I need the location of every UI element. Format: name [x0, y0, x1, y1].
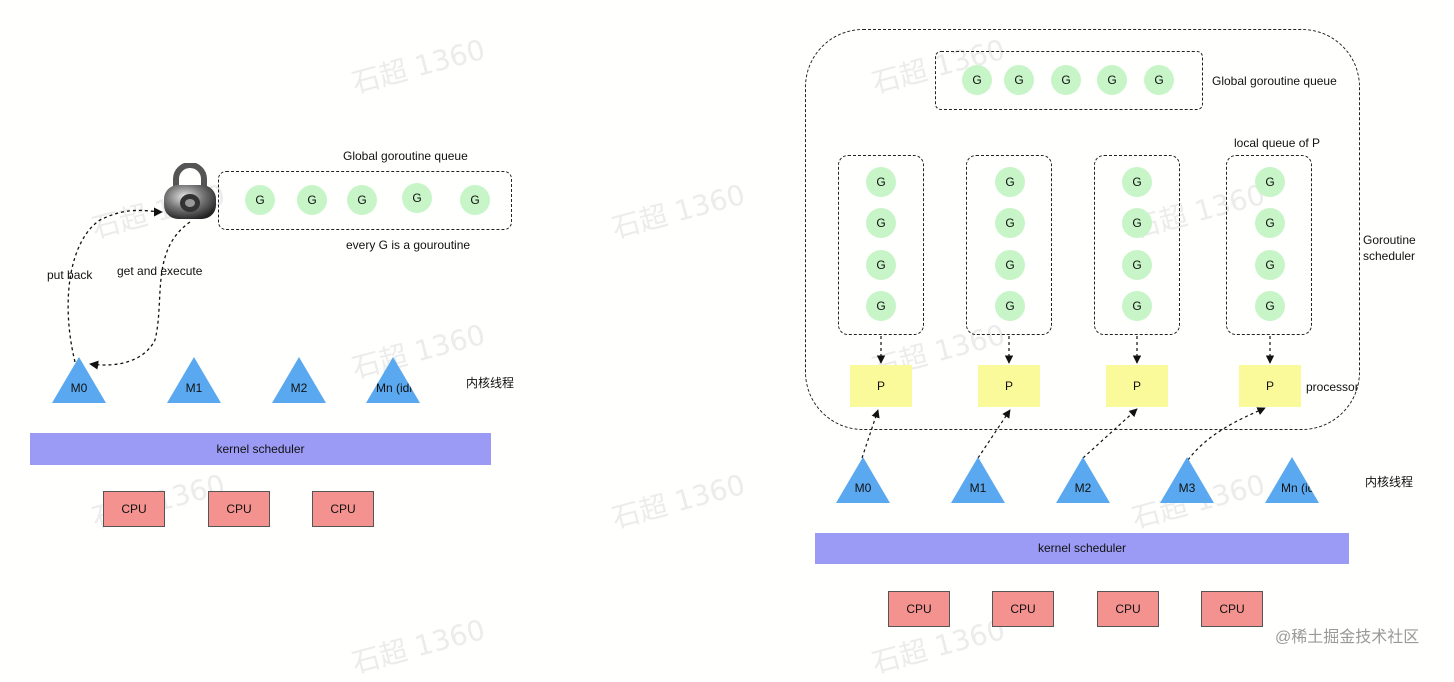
lock-icon [164, 163, 216, 219]
get-and-execute-label: get and execute [117, 264, 203, 278]
kernel-threads-label: 内核线程 [1365, 475, 1414, 489]
local-queue [966, 155, 1052, 335]
goroutine: G [866, 250, 896, 280]
thread-label: M2 [290, 381, 308, 395]
local-queue [838, 155, 924, 335]
cpu-box: CPU [1097, 591, 1159, 627]
thread-label: M1 [969, 481, 987, 495]
goroutine: G [402, 183, 432, 213]
goroutine: G [866, 208, 896, 238]
watermark: 石超 1360 [348, 612, 489, 681]
processor-label: processor [1306, 380, 1359, 394]
goroutine: G [995, 167, 1025, 197]
kernel-threads-label: 内核线程 [466, 376, 515, 390]
goroutine: G [1097, 65, 1127, 95]
scheduler-label-line1: Goroutine [1363, 233, 1416, 247]
thread-to-processor-arrow [1187, 407, 1266, 461]
thread-label: M2 [1074, 481, 1092, 495]
goroutine: G [962, 65, 992, 95]
watermark: 石超 1360 [608, 467, 749, 536]
right-global-queue [935, 51, 1203, 110]
processor-box: P [1106, 365, 1168, 407]
local-queue [1094, 155, 1180, 335]
goroutine: G [995, 291, 1025, 321]
goroutine: G [1122, 208, 1152, 238]
thread-label: M0 [70, 381, 88, 395]
scheduler-label-line2: scheduler [1363, 249, 1416, 263]
cpu-box: CPU [1201, 591, 1263, 627]
kernel-scheduler-bar: kernel scheduler [815, 533, 1349, 564]
goroutine: G [297, 185, 327, 215]
thread-to-processor-arrow [861, 409, 880, 459]
goroutine: G [1051, 65, 1081, 95]
thread-label: M1 [185, 381, 203, 395]
local-queue [1226, 155, 1312, 335]
put-back-arrow [67, 207, 163, 363]
goroutine: G [1255, 250, 1285, 280]
goroutine: G [245, 185, 275, 215]
get-and-execute-arrow [89, 221, 191, 370]
right-arrows [861, 336, 1275, 461]
goroutine: G [866, 167, 896, 197]
goroutine: G [1122, 167, 1152, 197]
footer-credit: @稀土掘金技术社区 [1275, 629, 1420, 646]
watermark: 石超 1360 [608, 177, 749, 246]
goroutine: G [1122, 250, 1152, 280]
processor-box: P [850, 365, 912, 407]
goroutine: G [1255, 291, 1285, 321]
thread-label: M0 [854, 481, 872, 495]
goroutine: G [347, 185, 377, 215]
diagram-canvas: 石超 1360 石超 1360 石超 1360 石超 1360 石超 1360 … [30, 29, 1420, 680]
left-arrows [67, 207, 191, 370]
thread-label: Mn (idle) [1281, 481, 1328, 495]
local-queue-label: local queue of P [1234, 136, 1321, 150]
cpu-box: CPU [103, 491, 165, 527]
thread-to-processor-arrow [1082, 408, 1138, 459]
put-back-label: put back [47, 268, 93, 282]
thread-label: M3 [1178, 481, 1196, 495]
right-global-queue-label: Global goroutine queue [1212, 74, 1337, 88]
thread-label: Mn (idle) [376, 381, 423, 395]
goroutine: G [460, 185, 490, 215]
goroutine-scheduler-label: Goroutine scheduler [1363, 232, 1416, 264]
goroutine: G [995, 250, 1025, 280]
goroutine: G [1004, 65, 1034, 95]
goroutine: G [1122, 291, 1152, 321]
processor-box: P [1239, 365, 1301, 407]
goroutine: G [1255, 208, 1285, 238]
thread-to-processor-arrow [977, 409, 1011, 459]
goroutine-scheduler-boundary [805, 29, 1360, 430]
left-global-queue-label: Global goroutine queue [343, 149, 468, 163]
goroutine: G [1144, 65, 1174, 95]
cpu-box: CPU [888, 591, 950, 627]
cpu-box: CPU [992, 591, 1054, 627]
goroutine: G [866, 291, 896, 321]
every-g-label: every G is a gouroutine [346, 238, 471, 252]
goroutine: G [1255, 167, 1285, 197]
left-global-queue [218, 171, 512, 230]
cpu-box: CPU [208, 491, 270, 527]
kernel-scheduler-bar: kernel scheduler [30, 433, 491, 465]
processor-box: P [978, 365, 1040, 407]
cpu-box: CPU [312, 491, 374, 527]
goroutine: G [995, 208, 1025, 238]
